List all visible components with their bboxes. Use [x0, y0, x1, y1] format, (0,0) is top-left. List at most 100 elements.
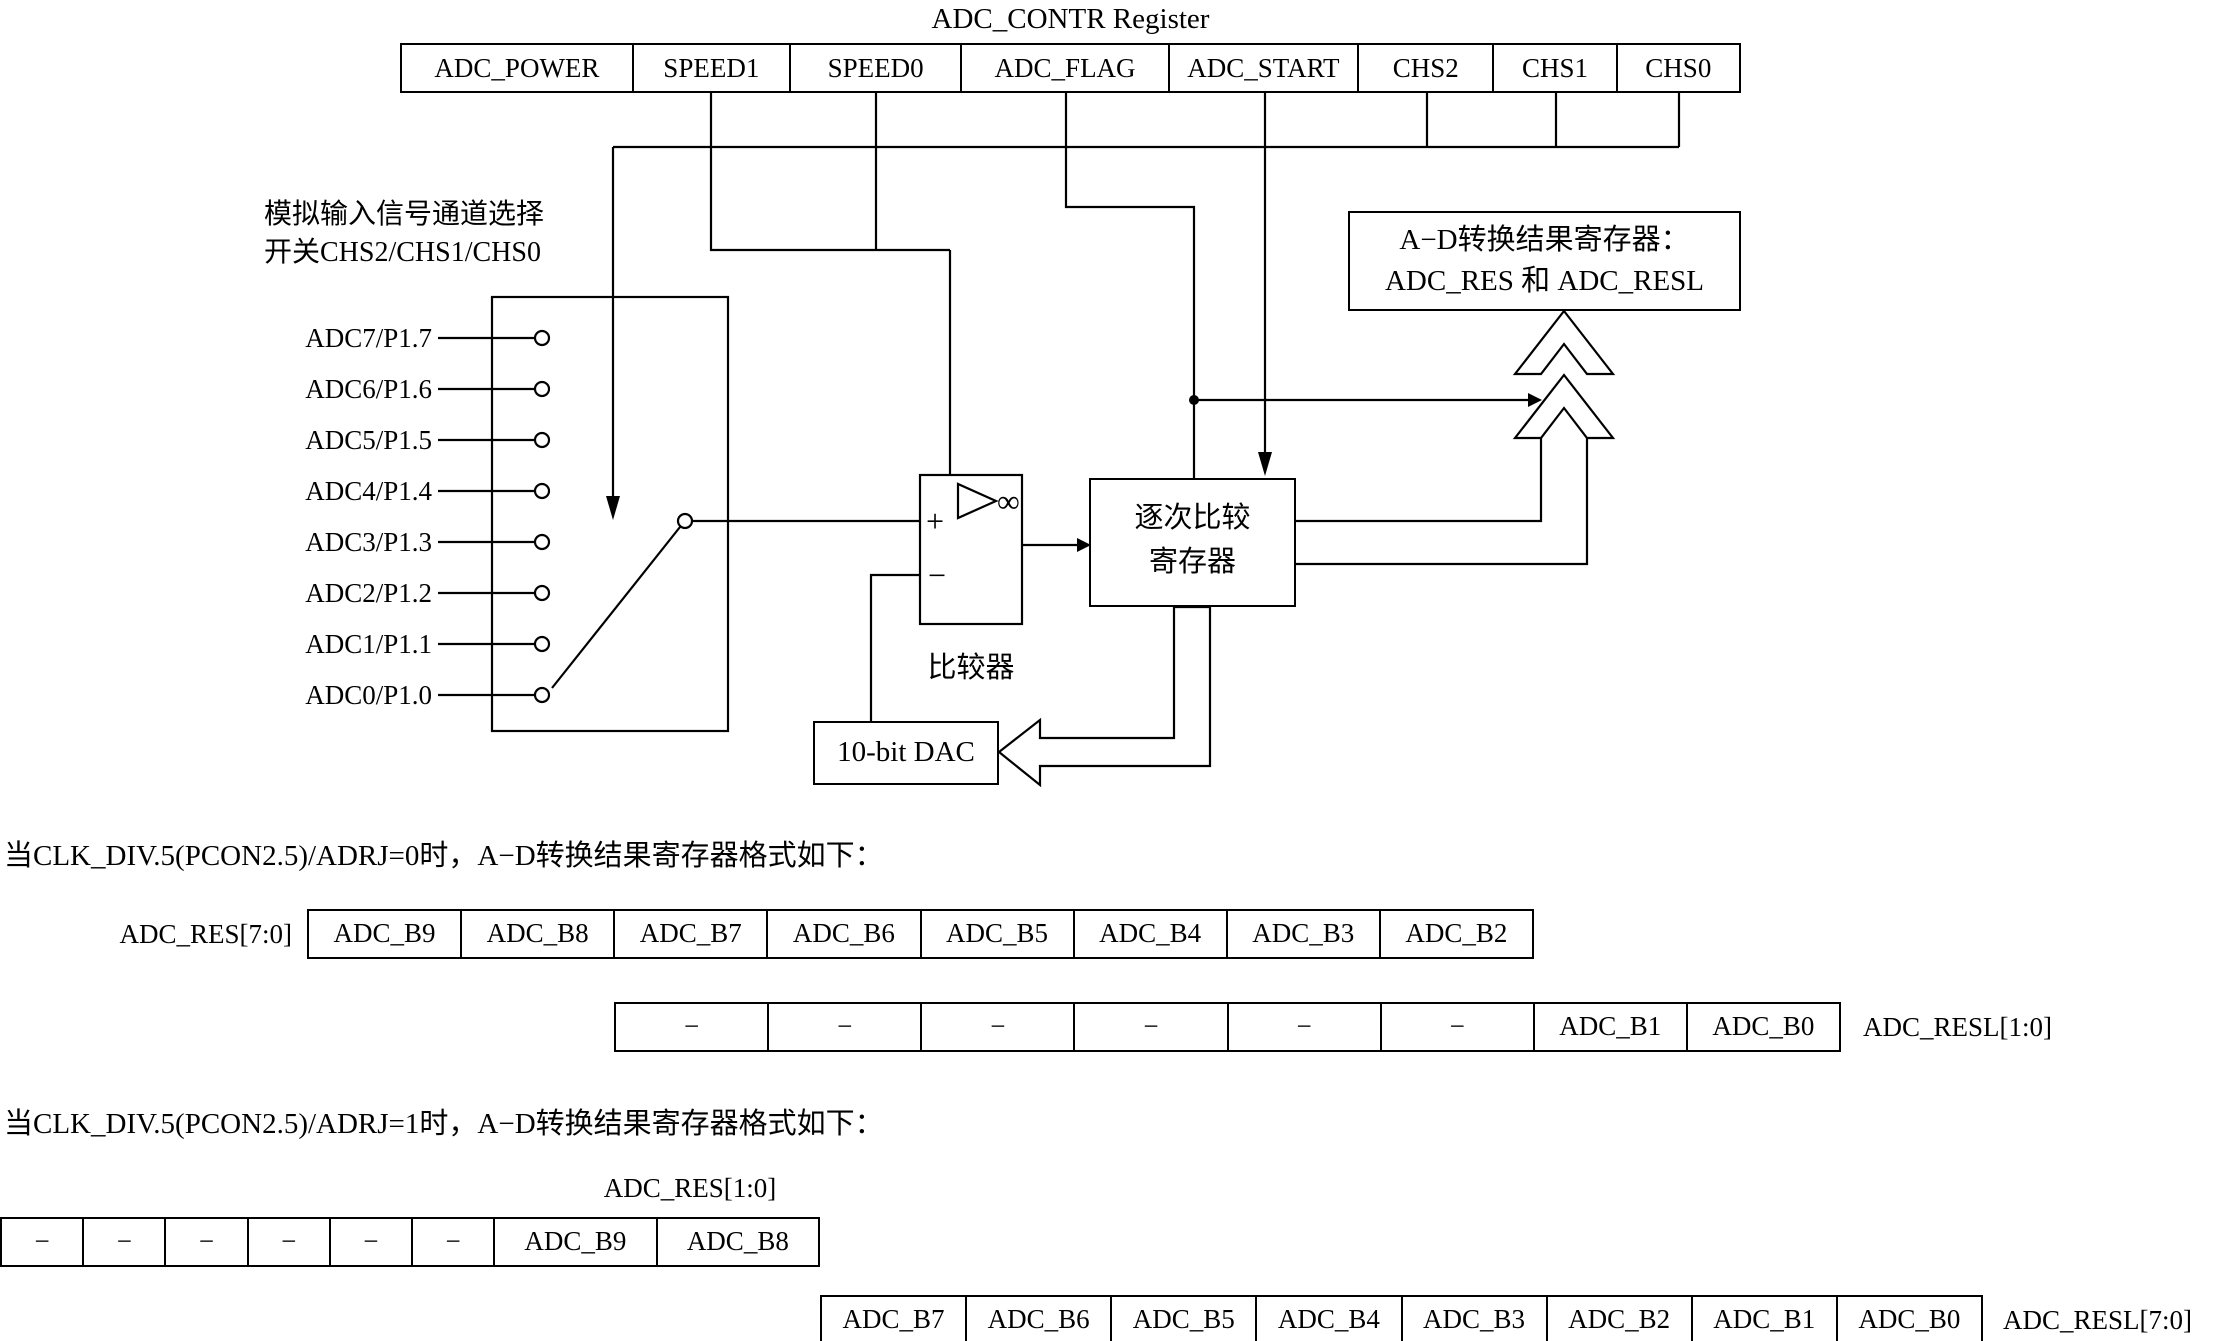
caption-line: 开关CHS2/CHS1/CHS0	[264, 237, 541, 268]
register-bit-cell: CHS1	[1492, 45, 1615, 91]
bit-cell: ADC_B0	[1835, 1297, 1981, 1341]
channel-label: ADC5/P1.5	[305, 425, 432, 455]
register-bit-cell: ADC_START	[1167, 45, 1357, 91]
channel-terminal	[533, 431, 551, 449]
bit-cell: ADC_B7	[842, 1304, 945, 1334]
channel-terminal	[533, 329, 551, 347]
bit-cell: ADC_B1	[1690, 1297, 1836, 1341]
switch-common-terminal	[676, 512, 694, 530]
channel-switch-box	[490, 295, 730, 733]
channel-label: ADC3/P1.3	[305, 527, 432, 557]
chs-down-arrowhead	[606, 496, 620, 520]
result-box-line: ADC_RES 和 ADC_RESL	[1384, 265, 1705, 297]
bit-cell: ADC_B6	[965, 1297, 1110, 1341]
bit-cell: −	[328, 1219, 411, 1265]
register-connection-lines	[611, 93, 1681, 721]
start-down-arrowhead	[1258, 452, 1272, 476]
register-bit-cell: ADC_POWER	[434, 52, 600, 83]
comparator-signs: + − ∞	[926, 483, 1020, 593]
format-heading-adrj0: 当CLK_DIV.5(PCON2.5)/ADRJ=0时，A−D转换结果寄存器格式…	[4, 840, 884, 872]
register-bit-cell: ADC_FLAG	[960, 45, 1167, 91]
register-bit-cell: SPEED0	[788, 45, 961, 91]
hollow-arrow-to-dac	[997, 605, 1212, 788]
channel-label: ADC7/P1.7	[305, 323, 432, 353]
bit-cell: ADC_B3	[1400, 1297, 1546, 1341]
adc-contr-register: ADC_POWER SPEED1 SPEED0 ADC_FLAG ADC_STA…	[400, 43, 1741, 93]
bit-cell: ADC_B4	[1255, 1297, 1400, 1341]
diagram-title: ADC_CONTR Register	[931, 3, 1210, 35]
hollow-arrow-chevron-lower	[1512, 373, 1616, 440]
bit-cell: −	[246, 1219, 329, 1265]
channel-selector-caption: 模拟输入信号通道选择 开关CHS2/CHS1/CHS0	[264, 196, 604, 272]
comparator-box	[918, 473, 1024, 626]
adc-resl-label-adrj0: ADC_RESL[1:0]	[1863, 1012, 2052, 1042]
channel-terminal	[533, 686, 551, 704]
adc-res-row-adrj0: ADC_B9 ADC_B8 ADC_B7 ADC_B6 ADC_B5 ADC_B…	[307, 909, 1534, 959]
bit-cell: −	[34, 1226, 50, 1256]
bit-cell: ADC_B2	[1378, 911, 1532, 957]
arrowheads	[606, 393, 1542, 552]
bit-cell: −	[1073, 1004, 1226, 1050]
hollow-arrow-to-result	[1296, 309, 1616, 566]
bit-cell: ADC_B6	[766, 911, 919, 957]
register-bit-cell: SPEED1	[631, 45, 789, 91]
bit-cell: ADC_B3	[1225, 911, 1379, 957]
channel-terminal	[533, 533, 551, 551]
switch-arm	[551, 526, 681, 689]
bit-cell: ADC_B9	[493, 1219, 655, 1265]
format-heading-adrj1: 当CLK_DIV.5(PCON2.5)/ADRJ=1时，A−D转换结果寄存器格式…	[4, 1108, 884, 1140]
bit-cell: ADC_B8	[460, 911, 613, 957]
sar-box-line: 寄存器	[1148, 546, 1236, 578]
speed-lines	[709, 93, 952, 475]
comparator-plus-sign: +	[926, 503, 944, 539]
opamp-triangle-icon	[956, 482, 999, 520]
dac-box: 10-bit DAC	[813, 721, 999, 785]
channel-label: ADC2/P1.2	[305, 578, 432, 608]
junction-dot	[1189, 395, 1199, 405]
bit-cell: ADC_B2	[1545, 1297, 1691, 1341]
adc-res-label-adrj1: ADC_RES[1:0]	[603, 1173, 777, 1203]
comparator-minus-sign: −	[928, 557, 946, 593]
bit-cell: ADC_B7	[613, 911, 766, 957]
channel-label: ADC6/P1.6	[305, 374, 432, 404]
channel-label: ADC1/P1.1	[305, 629, 432, 659]
bit-cell: ADC_B0	[1685, 1004, 1839, 1050]
adc-resl-row-adrj1: ADC_B7 ADC_B6 ADC_B5 ADC_B4 ADC_B3 ADC_B…	[820, 1295, 1983, 1341]
bit-cell: −	[82, 1219, 164, 1265]
bit-cell: −	[683, 1011, 700, 1041]
register-bit-cell: CHS2	[1357, 45, 1492, 91]
channel-label: ADC0/P1.0	[305, 680, 432, 710]
bit-cell: −	[1226, 1004, 1380, 1050]
bit-cell: ADC_B8	[655, 1219, 818, 1265]
register-bit-cell: CHS0	[1615, 45, 1739, 91]
hollow-arrow-chevron-upper	[1512, 309, 1616, 376]
flag-branch-arrowhead	[1528, 393, 1542, 407]
bit-cell: −	[164, 1219, 246, 1265]
sar-box-line: 逐次比较	[1134, 502, 1251, 534]
adc-resl-label-adrj1: ADC_RESL[7:0]	[2003, 1305, 2192, 1335]
bit-cell: ADC_B5	[919, 911, 1073, 957]
comparator-label: 比较器	[927, 652, 1015, 684]
adc-res-label-adrj0: ADC_RES[7:0]	[119, 919, 292, 949]
adc-flag-line	[1064, 93, 1196, 478]
comparator-infinity-sign: ∞	[997, 483, 1020, 519]
bit-cell: ADC_B9	[333, 918, 436, 948]
bit-cell: −	[1379, 1004, 1533, 1050]
adc-resl-row-adrj0: − − − − − − ADC_B1 ADC_B0	[614, 1002, 1841, 1052]
hollow-arrow-shaft	[1296, 438, 1589, 566]
caption-line: 模拟输入信号通道选择	[264, 199, 545, 230]
bit-cell: −	[920, 1004, 1073, 1050]
channel-terminal	[533, 482, 551, 500]
adc-res-row-adrj1: − − − − − − ADC_B9 ADC_B8	[0, 1217, 820, 1267]
channel-switch	[438, 295, 920, 733]
result-register-box: A−D转换结果寄存器： ADC_RES 和 ADC_RESL	[1348, 211, 1741, 311]
bit-cell: ADC_B4	[1072, 911, 1226, 957]
sar-register-box: 逐次比较 寄存器	[1089, 478, 1296, 607]
channel-label: ADC4/P1.4	[305, 476, 432, 506]
comparator-symbol	[918, 473, 1024, 626]
result-box-line: A−D转换结果寄存器：	[1399, 224, 1690, 256]
bit-cell: ADC_B5	[1110, 1297, 1255, 1341]
channel-terminal	[533, 635, 551, 653]
bit-cell: −	[767, 1004, 920, 1050]
